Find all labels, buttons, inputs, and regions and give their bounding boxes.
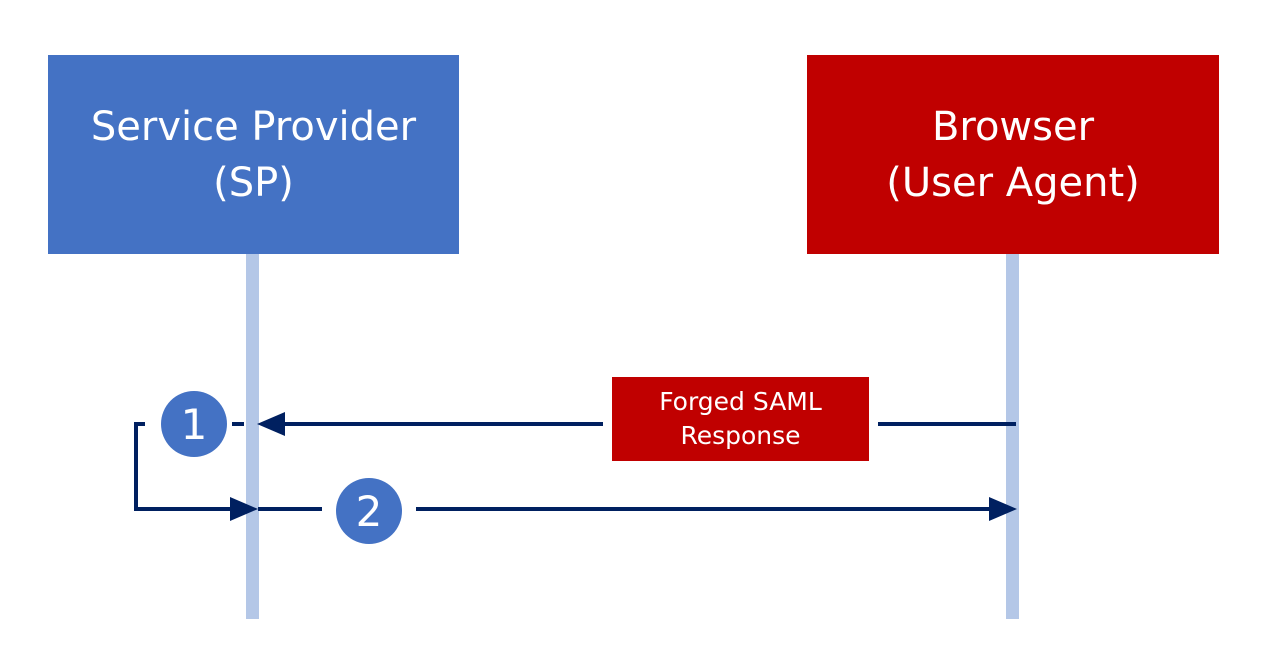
- sp-lifeline: [246, 254, 259, 619]
- forged-saml-response-label: Forged SAML Response: [612, 377, 869, 461]
- browser-subtitle: (User Agent): [886, 159, 1140, 206]
- arrow-sp-response: [258, 497, 1017, 521]
- message-label-line2: Response: [680, 421, 801, 450]
- step-2-number: 2: [355, 486, 383, 536]
- browser-lifeline: [1006, 254, 1019, 619]
- message-label-line1: Forged SAML: [659, 387, 822, 416]
- browser-title: Browser: [931, 103, 1095, 150]
- service-provider-box: Service Provider (SP): [48, 55, 459, 254]
- service-provider-abbrev: (SP): [213, 159, 294, 206]
- step-1-number: 1: [180, 399, 208, 449]
- service-provider-title: Service Provider: [90, 103, 417, 150]
- step-1-badge: 1: [161, 391, 227, 457]
- arrow-loop-back: [134, 422, 258, 521]
- arrow-forged-response: [232, 412, 1016, 436]
- browser-box: Browser (User Agent): [807, 55, 1219, 254]
- step-2-badge: 2: [336, 478, 402, 544]
